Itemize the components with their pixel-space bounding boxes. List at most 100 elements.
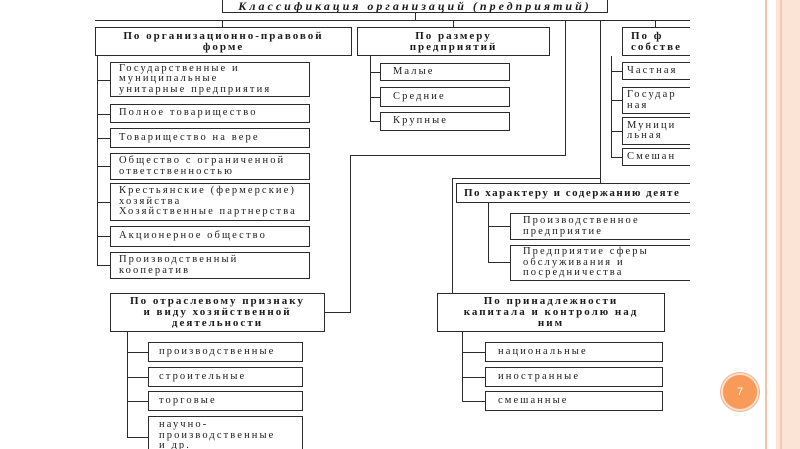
size-item-medium: Средние [380,87,510,107]
industry-header-label: По отраслевому признаку и виду хозяйстве… [130,295,305,329]
list-item-label: Смешан [627,150,677,162]
capital-header-label: По принадлежности капитала и контролю на… [463,295,639,329]
connector-line [97,138,110,139]
list-item-label: Малые [393,65,435,77]
size-header-label: По размеру предприятий [409,29,498,53]
connector-line [127,352,148,353]
connector-line [97,236,110,237]
legal-form-item-joint-stock-company: Акционерное общество [110,226,310,247]
connector-line [462,377,485,378]
connector-line [462,401,485,402]
slide-frame-line [765,0,767,449]
connector-line [611,157,622,158]
diagram-title-box: Классификация организаций (предприятий) [222,0,608,13]
connector-line [127,401,148,402]
connector-line [350,155,351,313]
list-item-label: торговые [159,394,217,406]
list-item-label: Полное товарищество [119,107,258,119]
industry-item-production: производственные [148,342,303,362]
ownership-header: По ф собстве [622,27,690,56]
connector-line [655,20,656,27]
connector-line [370,72,380,73]
connector-line [462,352,485,353]
list-item-label: Муници льная [627,119,677,141]
connector-line [452,178,601,179]
connector-line [222,20,223,27]
legal-form-item-farms-and-partnerships: Крестьянские (фермерские) хозяйства Хозя… [110,183,310,221]
list-item-label: научно- производственные и др. [159,419,276,449]
connector-line [325,312,351,313]
classification-diagram: Классификация организаций (предприятий) … [95,0,690,449]
industry-item-trade: торговые [148,391,303,411]
connector-line [127,377,148,378]
connector-line [462,332,463,402]
legal-form-item-cooperative: Производственный кооператив [110,252,310,279]
connector-line [452,178,453,293]
list-item-label: иностранные [498,370,581,382]
connector-line [95,20,690,21]
slide-frame-stripe [780,0,782,449]
connector-line [600,20,601,183]
list-item-label: Крупные [393,115,449,127]
connector-line [488,226,510,227]
industry-item-construction: строительные [148,367,303,387]
activity-item-production: Производственное предприятие [510,213,690,240]
connector-line [370,121,380,122]
connector-line [370,97,380,98]
list-item-label: Крестьянские (фермерские) хозяйства Хозя… [119,185,297,218]
list-item-label: Товарищество на вере [119,131,260,143]
legal-form-header-label: По организационно-правовой форме [123,29,324,53]
capital-header: По принадлежности капитала и контролю на… [437,293,665,332]
list-item-label: Предприятие сферы обслуживания и посредн… [523,246,649,279]
industry-header: По отраслевому признаку и виду хозяйстве… [110,293,325,332]
connector-line [350,155,566,156]
size-header: По размеру предприятий [357,27,550,56]
list-item-label: Акционерное общество [119,230,267,242]
industry-item-research-production: научно- производственные и др. [148,416,303,449]
capital-item-foreign: иностранные [485,367,663,387]
connector-line [370,56,371,122]
connector-line [453,20,454,27]
size-item-small: Малые [380,63,510,81]
connector-line [127,332,128,438]
connector-line [611,71,622,72]
connector-line [97,80,110,81]
list-item-label: Общество с ограниченной ответственностью [119,155,286,177]
diagram-title: Классификация организаций (предприятий) [238,0,592,13]
slide-number: 7 [736,386,744,398]
connector-line [611,131,622,132]
connector-line [611,100,622,101]
activity-nature-header: По характеру и содержанию деяте [456,183,690,203]
list-item-label: строительные [159,370,247,382]
list-item-label: Средние [393,90,446,102]
list-item-label: Производственный кооператив [119,254,239,276]
ownership-item-mixed: Смешан [622,148,690,166]
list-item-label: Государ ная [627,89,677,111]
ownership-header-label: По ф собстве [631,29,682,53]
activity-item-services: Предприятие сферы обслуживания и посредн… [510,245,690,281]
legal-form-item-general-partnership: Полное товарищество [110,104,310,123]
connector-line [415,12,416,20]
size-item-large: Крупные [380,112,510,131]
list-item-label: Производственное предприятие [523,215,640,237]
connector-line [488,203,489,263]
connector-line [97,166,110,167]
connector-line [488,262,510,263]
ownership-item-municipal: Муници льная [622,117,690,145]
legal-form-item-unitary-enterprises: Государственные и муниципальные унитарны… [110,62,310,97]
connector-line [97,56,98,266]
legal-form-header: По организационно-правовой форме [95,27,352,56]
list-item-label: производственные [159,345,276,357]
slide-number-badge: 7 [721,373,759,411]
capital-item-national: национальные [485,342,663,362]
list-item-label: национальные [498,345,588,357]
list-item-label: смешанные [498,394,569,406]
capital-item-mixed: смешанные [485,391,663,411]
activity-nature-header-label: По характеру и содержанию деяте [464,186,681,199]
connector-line [97,265,110,266]
list-item-label: Государственные и муниципальные унитарны… [119,62,272,95]
connector-line [127,437,148,438]
ownership-item-private: Частная [622,62,690,80]
ownership-item-state: Государ ная [622,87,690,114]
